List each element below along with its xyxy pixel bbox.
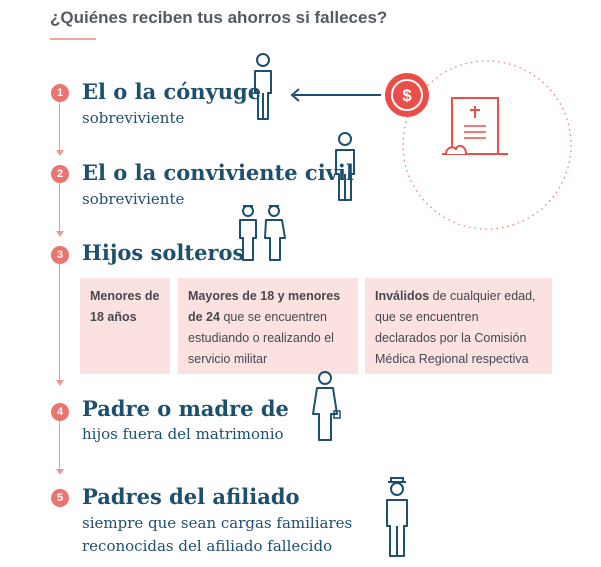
person-icon — [312, 371, 341, 441]
item-subtitle: sobreviviente — [82, 109, 185, 127]
item-subtitle: sobreviviente — [82, 190, 185, 208]
condition-bold: Menores de 18 años — [90, 289, 160, 324]
item-heading: Padre o madre de — [82, 396, 289, 421]
condition-text: que se encuentren estudiando o realizand… — [188, 310, 334, 366]
step-number: 3 — [51, 246, 69, 264]
item-subtitle: hijos fuera del matrimonio — [82, 425, 284, 443]
timeline-connector — [59, 421, 60, 471]
condition-box-disabled: Inválidos de cualquier edad, que se encu… — [365, 278, 552, 374]
page-title: ¿Quiénes reciben tus ahorros si falleces… — [50, 8, 388, 27]
arrow-left-icon — [290, 88, 381, 102]
step-number: 4 — [51, 403, 69, 421]
person-icon — [254, 53, 272, 120]
condition-box-minors: Menores de 18 años — [80, 278, 170, 374]
condition-box-students: Mayores de 18 y menores de 24 que se enc… — [178, 278, 358, 374]
timeline-connector — [59, 102, 60, 152]
arrow-down-icon — [56, 231, 64, 237]
person-icon — [386, 477, 408, 557]
item-subtitle: siempre que sean cargas familiares — [82, 514, 353, 532]
step-number: 2 — [51, 165, 69, 183]
arrow-down-icon — [56, 469, 64, 475]
timeline-connector — [59, 183, 60, 233]
item-heading: Hijos solteros — [82, 240, 245, 265]
dollar-circle-icon: $ — [385, 73, 429, 117]
item-heading: Padres del afiliado — [82, 484, 300, 509]
condition-bold: Inválidos — [375, 289, 430, 303]
person-icon — [335, 132, 355, 201]
testament-document-icon — [442, 97, 508, 155]
savings-will-illustration — [402, 60, 572, 230]
children-icon — [239, 205, 286, 261]
condition-bold: Mayores de 18 y menores de 24 — [188, 289, 341, 324]
arrow-down-icon — [56, 380, 64, 386]
svg-text:$: $ — [402, 86, 412, 105]
timeline-connector — [59, 264, 60, 382]
step-number: 1 — [51, 84, 69, 102]
item-heading: El o la conviviente civil — [82, 160, 354, 185]
item-heading: El o la cónyuge — [82, 79, 262, 104]
condition-text: de cualquier edad, que se encuentren dec… — [375, 289, 536, 366]
title-underline — [50, 38, 96, 40]
item-subtitle-line-2: reconocidas del afiliado fallecido — [82, 537, 333, 555]
arrow-down-icon — [56, 150, 64, 156]
step-number: 5 — [51, 489, 69, 507]
